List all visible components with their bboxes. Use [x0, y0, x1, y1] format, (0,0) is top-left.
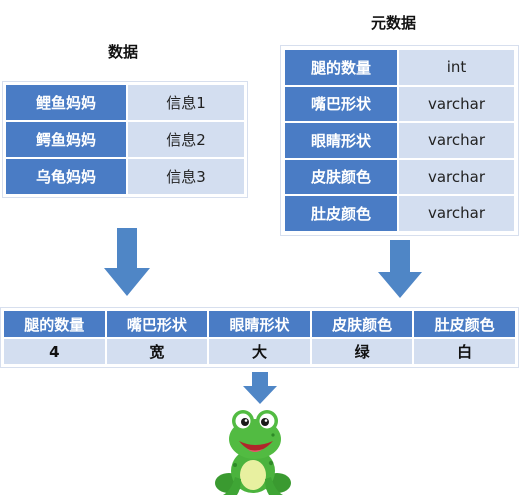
- data-name-cell: 鳄鱼妈妈: [5, 121, 127, 158]
- record-header-cell: 腿的数量: [3, 310, 106, 338]
- metadata-row: 腿的数量 int: [284, 49, 515, 86]
- metadata-type-cell: varchar: [398, 158, 515, 195]
- data-row: 鲤鱼妈妈 信息1: [5, 84, 245, 121]
- metadata-row: 皮肤颜色 varchar: [284, 158, 515, 195]
- metadata-type-cell: varchar: [398, 85, 515, 122]
- data-info-cell: 信息2: [127, 121, 245, 158]
- record-value-cell: 4: [3, 338, 106, 365]
- record-header-cell: 肚皮颜色: [413, 310, 516, 338]
- data-table: 鲤鱼妈妈 信息1 鳄鱼妈妈 信息2 乌龟妈妈 信息3: [2, 81, 248, 198]
- record-value-cell: 绿: [310, 338, 414, 365]
- metadata-title: 元数据: [371, 14, 417, 32]
- data-name-cell: 乌龟妈妈: [5, 158, 127, 195]
- record-value-cell: 宽: [105, 338, 209, 365]
- metadata-field-cell: 眼睛形状: [284, 122, 399, 159]
- data-row: 乌龟妈妈 信息3: [5, 158, 245, 195]
- record-value-cell: 白: [413, 338, 516, 365]
- metadata-row: 眼睛形状 varchar: [284, 122, 515, 159]
- frog-icon: [215, 410, 291, 495]
- metadata-field-cell: 腿的数量: [284, 49, 399, 86]
- data-title: 数据: [108, 43, 139, 61]
- record-value-cell: 大: [208, 338, 311, 365]
- metadata-type-cell: int: [398, 49, 515, 86]
- record-header-cell: 皮肤颜色: [310, 310, 414, 338]
- metadata-field-cell: 嘴巴形状: [284, 85, 399, 122]
- record-header-cell: 嘴巴形状: [105, 310, 209, 338]
- down-arrow-icon: [378, 240, 422, 298]
- record-header-cell: 眼睛形状: [208, 310, 311, 338]
- data-row: 鳄鱼妈妈 信息2: [5, 121, 245, 158]
- record-table: 腿的数量 嘴巴形状 眼睛形状 皮肤颜色 肚皮颜色 4 宽 大 绿 白: [0, 307, 519, 368]
- metadata-type-cell: varchar: [398, 122, 515, 159]
- metadata-field-cell: 肚皮颜色: [284, 195, 399, 232]
- record-header-row: 腿的数量 嘴巴形状 眼睛形状 皮肤颜色 肚皮颜色: [3, 310, 516, 338]
- metadata-row: 肚皮颜色 varchar: [284, 195, 515, 232]
- metadata-table: 腿的数量 int 嘴巴形状 varchar 眼睛形状 varchar 皮肤颜色 …: [280, 45, 519, 236]
- data-name-cell: 鲤鱼妈妈: [5, 84, 127, 121]
- down-arrow-icon: [104, 228, 150, 296]
- data-info-cell: 信息1: [127, 84, 245, 121]
- metadata-row: 嘴巴形状 varchar: [284, 85, 515, 122]
- metadata-type-cell: varchar: [398, 195, 515, 232]
- metadata-field-cell: 皮肤颜色: [284, 158, 399, 195]
- record-value-row: 4 宽 大 绿 白: [3, 338, 516, 365]
- down-arrow-icon: [243, 372, 277, 404]
- data-info-cell: 信息3: [127, 158, 245, 195]
